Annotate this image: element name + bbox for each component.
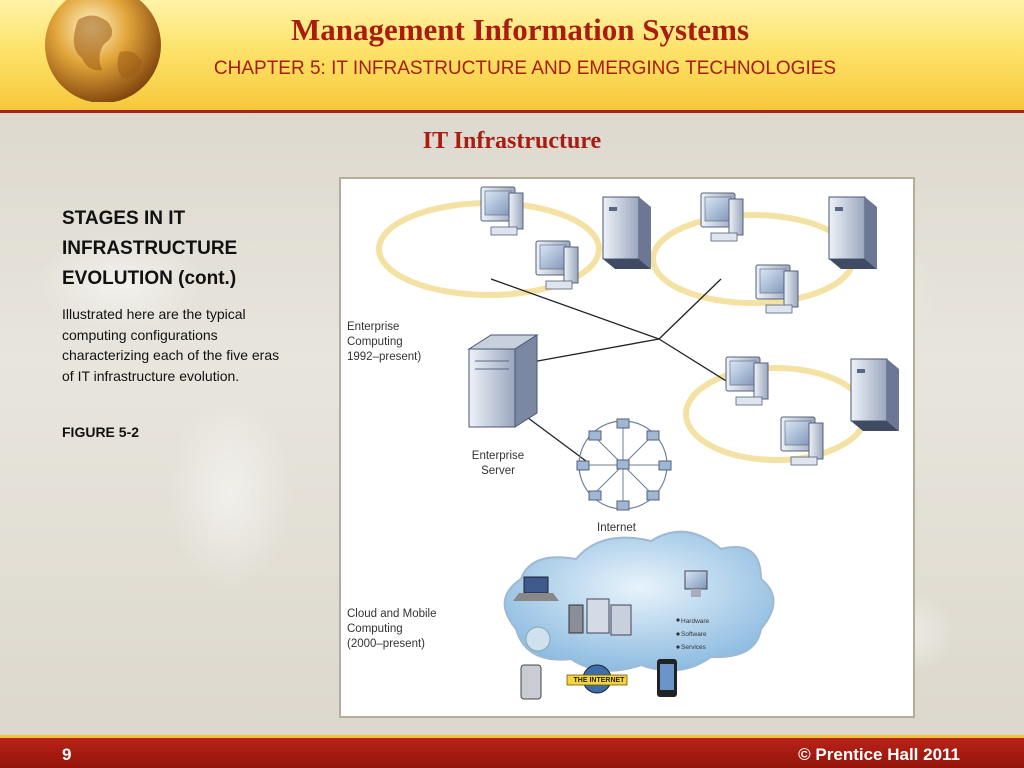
internet-mesh-icon	[576, 418, 672, 511]
slide-footer: 9 © Prentice Hall 2011	[0, 735, 1024, 768]
course-title: Management Information Systems	[290, 12, 750, 47]
enterprise-server-icon	[467, 334, 539, 428]
desktop-computer-icon	[480, 186, 524, 236]
slide-title: IT Infrastructure	[422, 128, 602, 154]
chapter-title: CHAPTER 5: IT INFRASTRUCTURE AND EMERGIN…	[213, 58, 837, 79]
cloud-mobile-label: Cloud and Mobile Computing (2000–present…	[347, 608, 437, 650]
cloud-item-services: Services	[681, 644, 706, 651]
page-number: 9	[62, 745, 72, 764]
copyright-text: © Prentice Hall 2011	[798, 745, 960, 764]
slide-header: Management Information Systems CHAPTER 5…	[0, 0, 1024, 113]
enterprise-computing-label: Enterprise Computing 1992–present)	[347, 321, 422, 363]
globe-icon	[45, 0, 161, 102]
cloud-item-software: Software	[681, 631, 707, 638]
server-icon	[828, 196, 878, 270]
internet-label: Internet	[597, 522, 636, 534]
server-icon	[850, 358, 900, 432]
server-icon	[602, 196, 652, 270]
enterprise-server-label: Enterprise Server	[471, 450, 525, 477]
desktop-computer-icon	[535, 240, 579, 290]
section-heading: STAGES IN IT INFRASTRUCTURE EVOLUTION (c…	[62, 208, 238, 289]
desktop-computer-icon	[700, 192, 744, 242]
figure-reference: FIGURE 5-2	[62, 424, 140, 440]
section-body-text: Illustrated here are the typical computi…	[62, 306, 280, 384]
cloud-item-hardware: Hardware	[681, 618, 710, 625]
network-diagram	[376, 186, 900, 700]
desktop-computer-icon	[725, 356, 769, 406]
it-infrastructure-figure: Enterprise Computing 1992–present) Enter…	[339, 177, 915, 718]
the-internet-banner: THE INTERNET	[573, 677, 625, 684]
cloud-services-list: Hardware Software Services	[681, 615, 709, 654]
cloud-icon	[503, 530, 775, 700]
